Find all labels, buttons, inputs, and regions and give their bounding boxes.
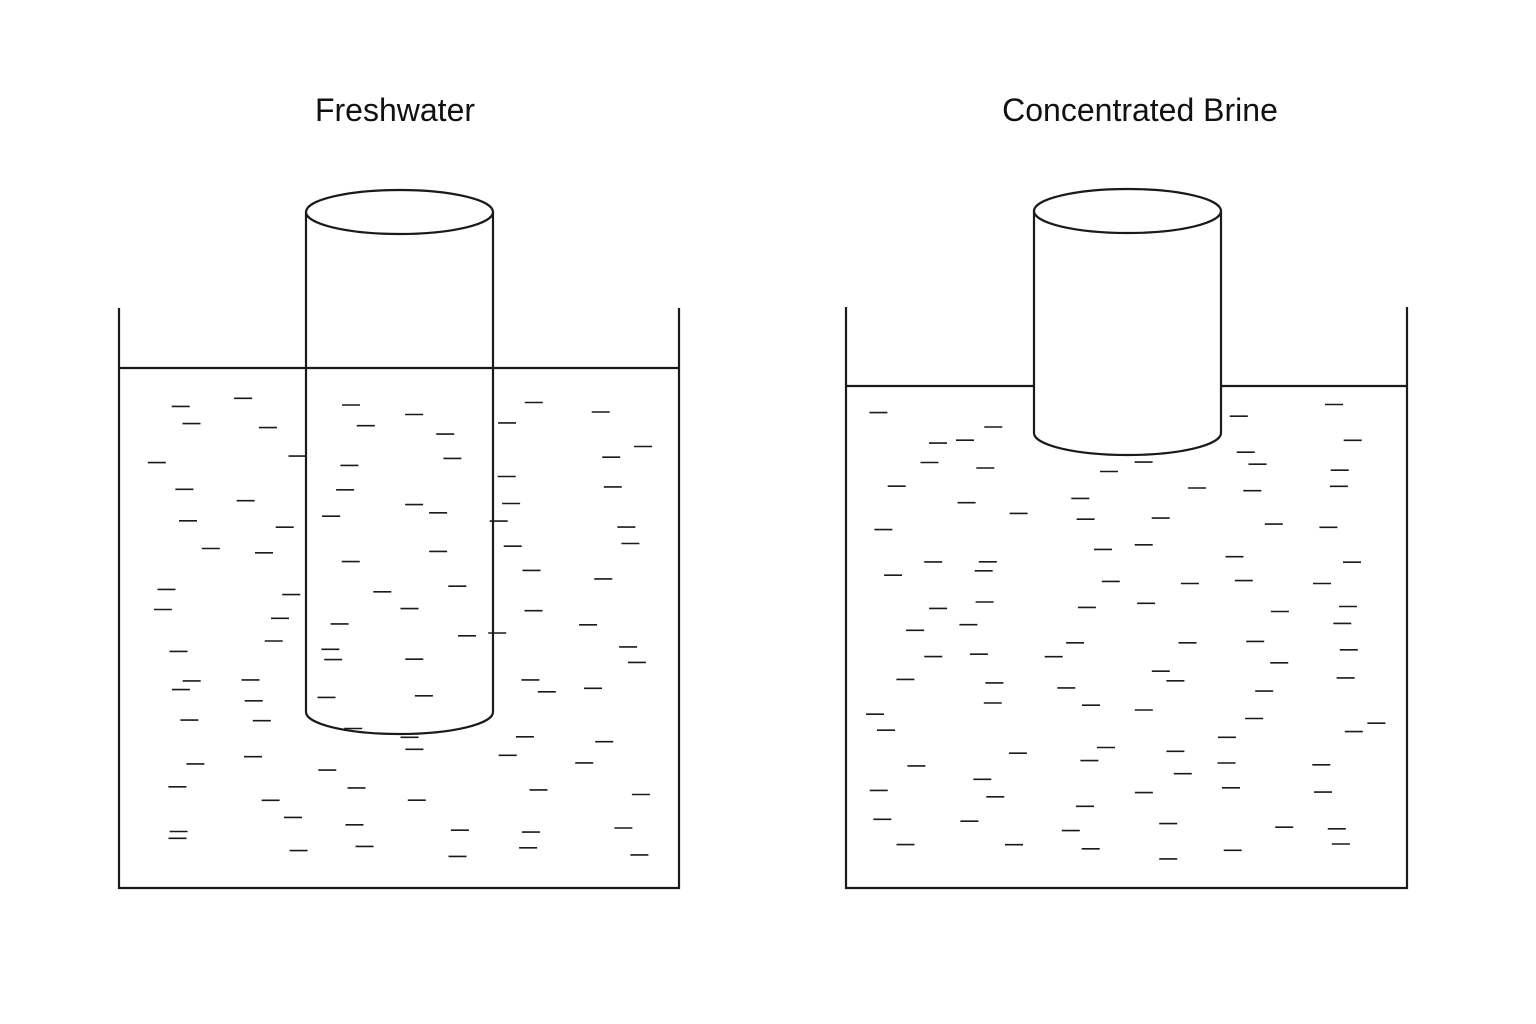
freshwater-cylinder-top: [304, 188, 495, 236]
brine-liquid-marks: [866, 403, 1386, 860]
freshwater-liquid-marks: [147, 397, 653, 858]
freshwater-beaker-walls: [117, 308, 681, 890]
freshwater-cylinder: [304, 188, 495, 736]
freshwater-title: Freshwater: [314, 92, 476, 128]
brine-beaker: [844, 307, 1409, 890]
freshwater-beaker: [117, 308, 681, 890]
brine-cylinder-body: [1032, 209, 1223, 457]
brine-beaker-walls: [844, 307, 1409, 890]
brine-cylinder-top: [1032, 187, 1223, 235]
brine-cylinder: [1032, 187, 1223, 457]
brine-title: Concentrated Brine: [1002, 92, 1278, 128]
freshwater-cylinder-bottom: [304, 711, 495, 736]
